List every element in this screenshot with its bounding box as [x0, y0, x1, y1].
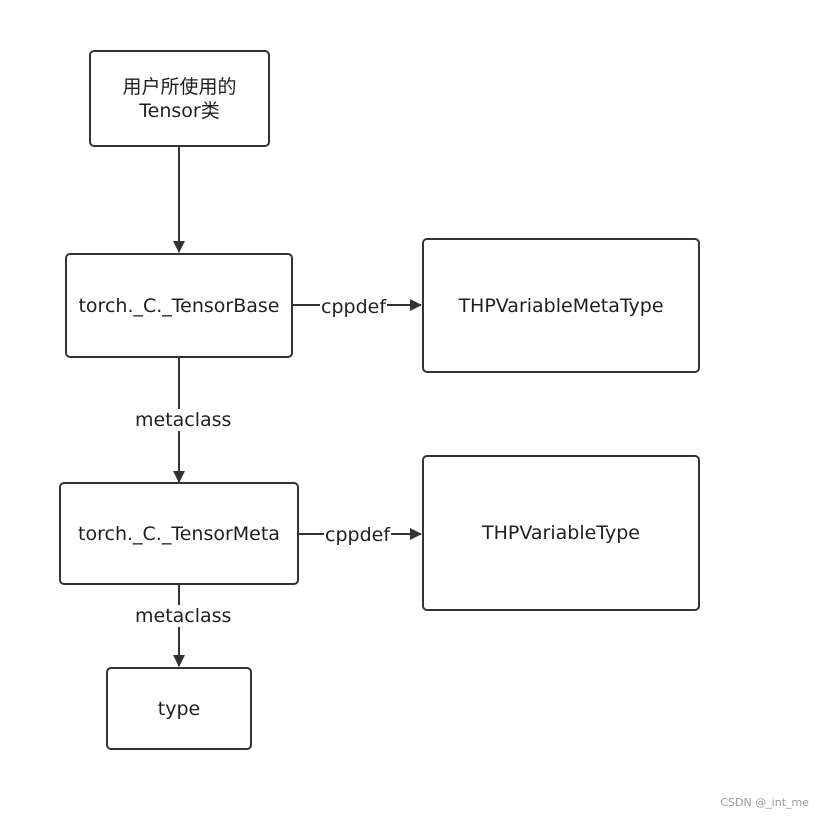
watermark: CSDN @_int_me: [720, 796, 809, 809]
node-variable-type: THPVariableType: [422, 455, 700, 611]
node-tensor-line2: Tensor类: [139, 99, 220, 122]
node-tensor-base: torch._C._TensorBase: [65, 253, 293, 358]
node-tensor-base-label: torch._C._TensorBase: [78, 294, 280, 317]
node-type-label: type: [157, 697, 201, 720]
node-variable-meta-type: THPVariableMetaType: [422, 238, 700, 373]
node-tensor-meta-label: torch._C._TensorMeta: [78, 522, 280, 545]
edge-label-base-metaclass: metaclass: [134, 409, 233, 431]
edge-label-meta-cppdef: cppdef: [324, 524, 392, 546]
node-tensor-line1: 用户所使用的: [122, 75, 237, 98]
edge-label-meta-metaclass: metaclass: [134, 605, 233, 627]
node-variable-type-label: THPVariableType: [482, 522, 640, 544]
node-tensor-meta: torch._C._TensorMeta: [59, 482, 299, 585]
edge-label-base-cppdef: cppdef: [320, 296, 388, 318]
node-tensor-class: 用户所使用的 Tensor类: [89, 50, 270, 147]
node-type: type: [106, 667, 252, 750]
node-variable-meta-type-label: THPVariableMetaType: [458, 294, 664, 317]
